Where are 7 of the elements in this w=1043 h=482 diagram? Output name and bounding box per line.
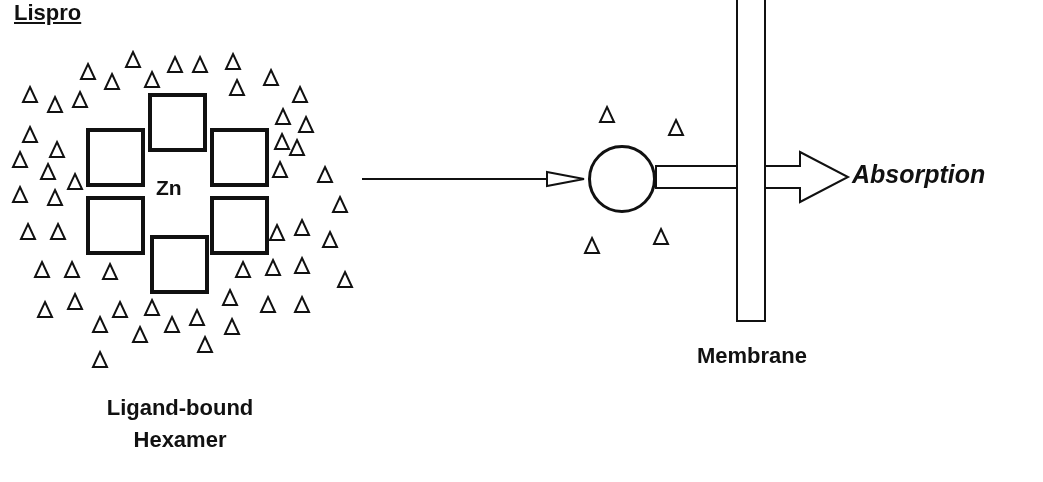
- arrow: [361, 171, 585, 187]
- caption-text: Ligand-bound Hexamer: [105, 394, 255, 454]
- caption-text: Membrane: [695, 342, 808, 370]
- membrane-bar: [736, 0, 766, 322]
- element-symbol: Zn: [156, 176, 182, 200]
- output-label: Absorption: [852, 160, 986, 189]
- title-text: Lispro: [14, 0, 82, 26]
